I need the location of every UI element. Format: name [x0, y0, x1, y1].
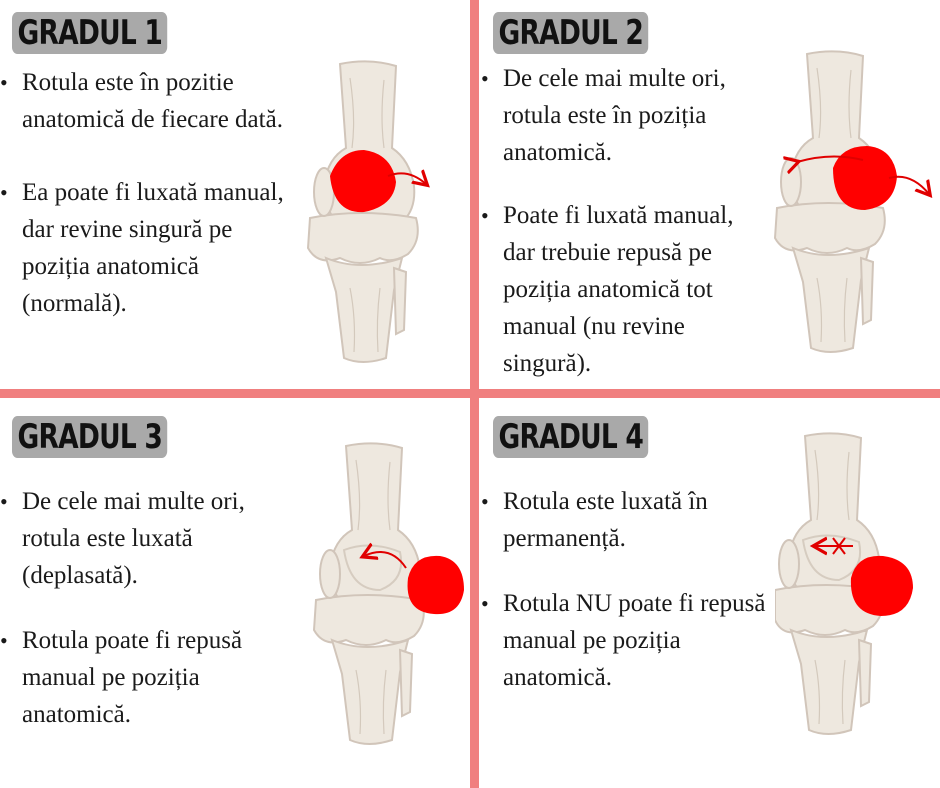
- grade-1-bullets: Rotula este în pozitie anatomică de fiec…: [0, 64, 290, 322]
- dislocation-arrow: [387, 173, 426, 184]
- grade-2-title: GRADUL 2: [493, 12, 649, 54]
- cross-icon: [832, 537, 846, 555]
- bullet-item: Rotula NU poate fi repusă manual pe pozi…: [481, 585, 766, 696]
- patella-shape: [850, 555, 913, 616]
- grade-1-panel: GRADUL 1 Rotula este în pozitie anatomic…: [0, 0, 470, 394]
- horizontal-divider: [0, 389, 940, 398]
- knee-icon: [306, 60, 440, 363]
- patella-shape: [330, 150, 396, 213]
- grade-1-title: GRADUL 1: [12, 12, 168, 54]
- grade-2-panel: GRADUL 2 De cele mai multe ori, rotula e…: [479, 0, 940, 394]
- grade-4-title: GRADUL 4: [493, 416, 649, 458]
- patella-shape: [833, 146, 897, 210]
- bullet-item: Rotula poate fi repusă manual pe poziția…: [0, 622, 290, 733]
- bullet-item: Rotula este luxată în permanență.: [481, 483, 766, 557]
- patella-shape: [407, 555, 464, 615]
- bullet-item: De cele mai multe ori, rotula este în po…: [481, 60, 766, 171]
- grade-2-bullets: De cele mai multe ori, rotula este în po…: [481, 60, 766, 382]
- knee-icon: [312, 442, 464, 745]
- grade-4-panel: GRADUL 4 Rotula este luxată în permanenț…: [479, 398, 940, 788]
- grade-4-bullets: Rotula este luxată în permanență. Rotula…: [481, 483, 766, 696]
- grade-3-title: GRADUL 3: [12, 416, 168, 458]
- grade-3-panel: GRADUL 3 De cele mai multe ori, rotula e…: [0, 398, 470, 788]
- reposition-arrow: [364, 552, 407, 569]
- knee-icon: [775, 432, 913, 735]
- bullet-item: De cele mai multe ori, rotula este luxat…: [0, 483, 290, 594]
- bullet-item: Ea poate fi luxată manual, dar revine si…: [0, 174, 290, 322]
- knee-icon: [773, 50, 940, 353]
- bullet-item: Poate fi luxată manual, dar trebuie repu…: [481, 197, 766, 382]
- bullet-item: Rotula este în pozitie anatomică de fiec…: [0, 64, 290, 138]
- dislocation-arrow: [888, 175, 929, 194]
- return-arrow: [797, 155, 864, 162]
- grade-3-bullets: De cele mai multe ori, rotula este luxat…: [0, 483, 290, 733]
